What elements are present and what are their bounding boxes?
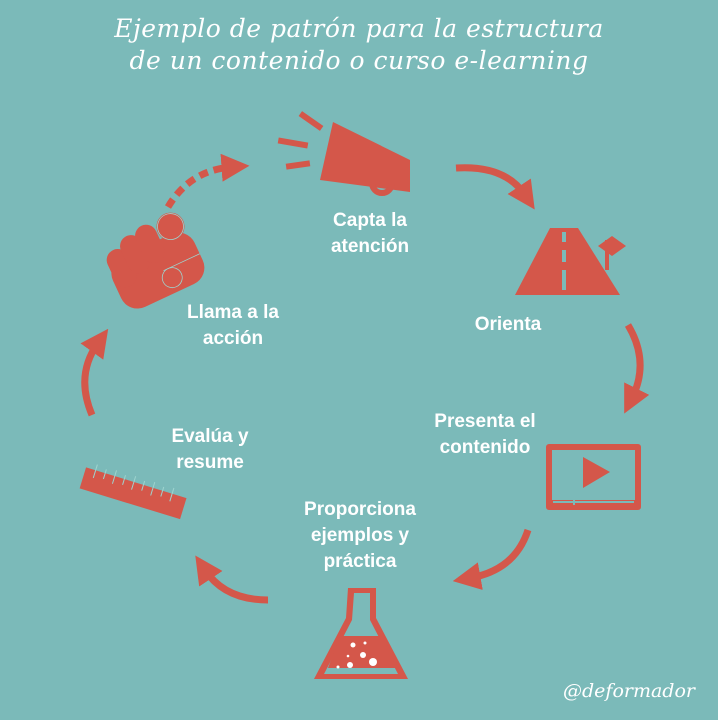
title-line-2: de un contenido o curso e-learning [129,46,589,75]
arrow-present-to-practice [452,528,532,590]
arrow-attention-to-orient [455,164,535,210]
video-player-icon [546,444,641,510]
arrow-practice-to-evaluate [195,555,269,604]
arrow-dashed-to-attention [164,153,250,209]
arrow-evaluate-to-action [80,328,109,417]
megaphone-icon [277,111,410,196]
author-credit: @deformador [563,680,695,702]
pointing-fist-icon [106,212,205,309]
flask-icon [314,588,408,679]
title-line-1: Ejemplo de patrón para la estructura [114,14,604,43]
ruler-icon [79,464,187,520]
arrow-orient-to-present [624,323,650,414]
road-icon [515,228,626,295]
step-label-orienta: Orienta [474,314,542,335]
